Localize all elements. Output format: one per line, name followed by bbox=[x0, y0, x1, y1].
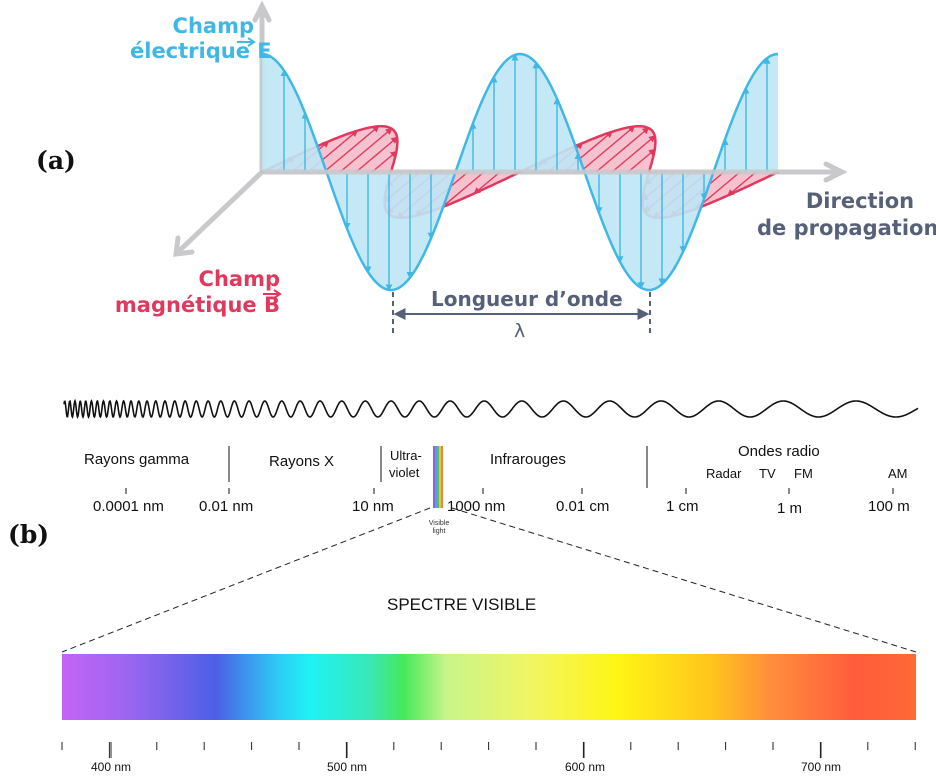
scale-7: 100 m bbox=[868, 498, 910, 515]
electric-vector-arrow-icon bbox=[237, 37, 256, 47]
visible-light-strip bbox=[433, 446, 443, 508]
band-infrared: Infrarouges bbox=[490, 451, 566, 468]
wavelength-dimension bbox=[392, 292, 651, 334]
magnetic-vector bbox=[355, 136, 399, 173]
visible-light-label: Visible light bbox=[428, 520, 450, 535]
electric-vector-symbol: E bbox=[257, 39, 272, 63]
scale-0: 0.0001 nm bbox=[93, 498, 164, 515]
scale-1: 0.01 nm bbox=[199, 498, 254, 515]
zoom-line-left bbox=[61, 507, 431, 653]
propagation-axis-head bbox=[823, 161, 848, 183]
radio-tv: TV bbox=[759, 466, 776, 481]
magnetic-vector bbox=[579, 125, 636, 173]
radio-am: AM bbox=[888, 466, 908, 481]
scale-3: 1000 nm bbox=[447, 498, 506, 515]
magnetic-vector bbox=[611, 135, 656, 173]
magnetic-vector bbox=[323, 125, 380, 173]
visible-ticks bbox=[61, 742, 916, 758]
band-xray: Rayons X bbox=[269, 453, 335, 470]
radio-radar: Radar bbox=[706, 466, 742, 481]
magnetic-vector bbox=[339, 127, 393, 173]
wavelength-symbol: λ bbox=[514, 320, 526, 342]
scale-2: 10 nm bbox=[352, 498, 394, 515]
magnetic-vector bbox=[595, 127, 650, 173]
magnetic-vector bbox=[473, 171, 501, 195]
visible-tick-500: 500 nm bbox=[327, 760, 368, 774]
scale-4: 0.01 cm bbox=[556, 498, 610, 515]
magnetic-field-line2: magnétique B bbox=[114, 293, 280, 317]
wavelength-label: Longueur d’onde bbox=[431, 287, 623, 311]
scale-5: 1 cm bbox=[666, 498, 699, 515]
propagation-label: Direction bbox=[805, 189, 915, 213]
band-radio: Ondes radio bbox=[738, 443, 820, 460]
panel-b-label: (b) bbox=[8, 520, 50, 549]
visible-spectrum-bar bbox=[62, 654, 916, 720]
magnetic-vector bbox=[627, 148, 656, 173]
propagation-label-line2: de propagation bbox=[757, 216, 936, 240]
magnetic-field-line1: Champ bbox=[198, 267, 280, 291]
electric-field-line1: Champ bbox=[172, 14, 254, 38]
vertical-axis-head bbox=[252, 0, 272, 23]
panel-a-label: (a) bbox=[36, 146, 76, 175]
magnetic-vector bbox=[371, 150, 398, 173]
zoom-line-right bbox=[451, 507, 917, 653]
visible-tick-700: 700 nm bbox=[801, 760, 842, 774]
magnetic-vector bbox=[727, 171, 757, 197]
magnetic-vector-symbol: B bbox=[263, 293, 280, 317]
em-spectrum-wave bbox=[63, 398, 919, 420]
visible-spectrum-title: SPECTRE VISIBLE bbox=[387, 595, 537, 614]
scale-6: 1 m bbox=[777, 500, 803, 517]
radio-fm: FM bbox=[794, 466, 813, 481]
band-gamma: Rayons gamma bbox=[84, 451, 190, 468]
band-uv-line2: violet bbox=[389, 465, 420, 480]
visible-tick-400: 400 nm bbox=[91, 760, 132, 774]
em-scale-ticks bbox=[125, 488, 894, 494]
magnetic-axis bbox=[176, 170, 264, 254]
magnetic-axis-head bbox=[173, 235, 195, 257]
electric-field-line2: électrique E bbox=[130, 39, 272, 63]
electric-field-label: Champ électrique E bbox=[130, 14, 272, 64]
magnetic-field-label: Champ magnétique B bbox=[104, 266, 280, 318]
magnetic-vector-arrow-icon bbox=[263, 289, 282, 299]
electric-field-wave bbox=[261, 52, 779, 292]
band-dividers bbox=[228, 446, 648, 488]
magnetic-vector bbox=[441, 171, 485, 209]
visible-tick-600: 600 nm bbox=[565, 760, 606, 774]
band-uv-line1: Ultra- bbox=[390, 448, 422, 463]
electric-curve bbox=[261, 52, 779, 292]
